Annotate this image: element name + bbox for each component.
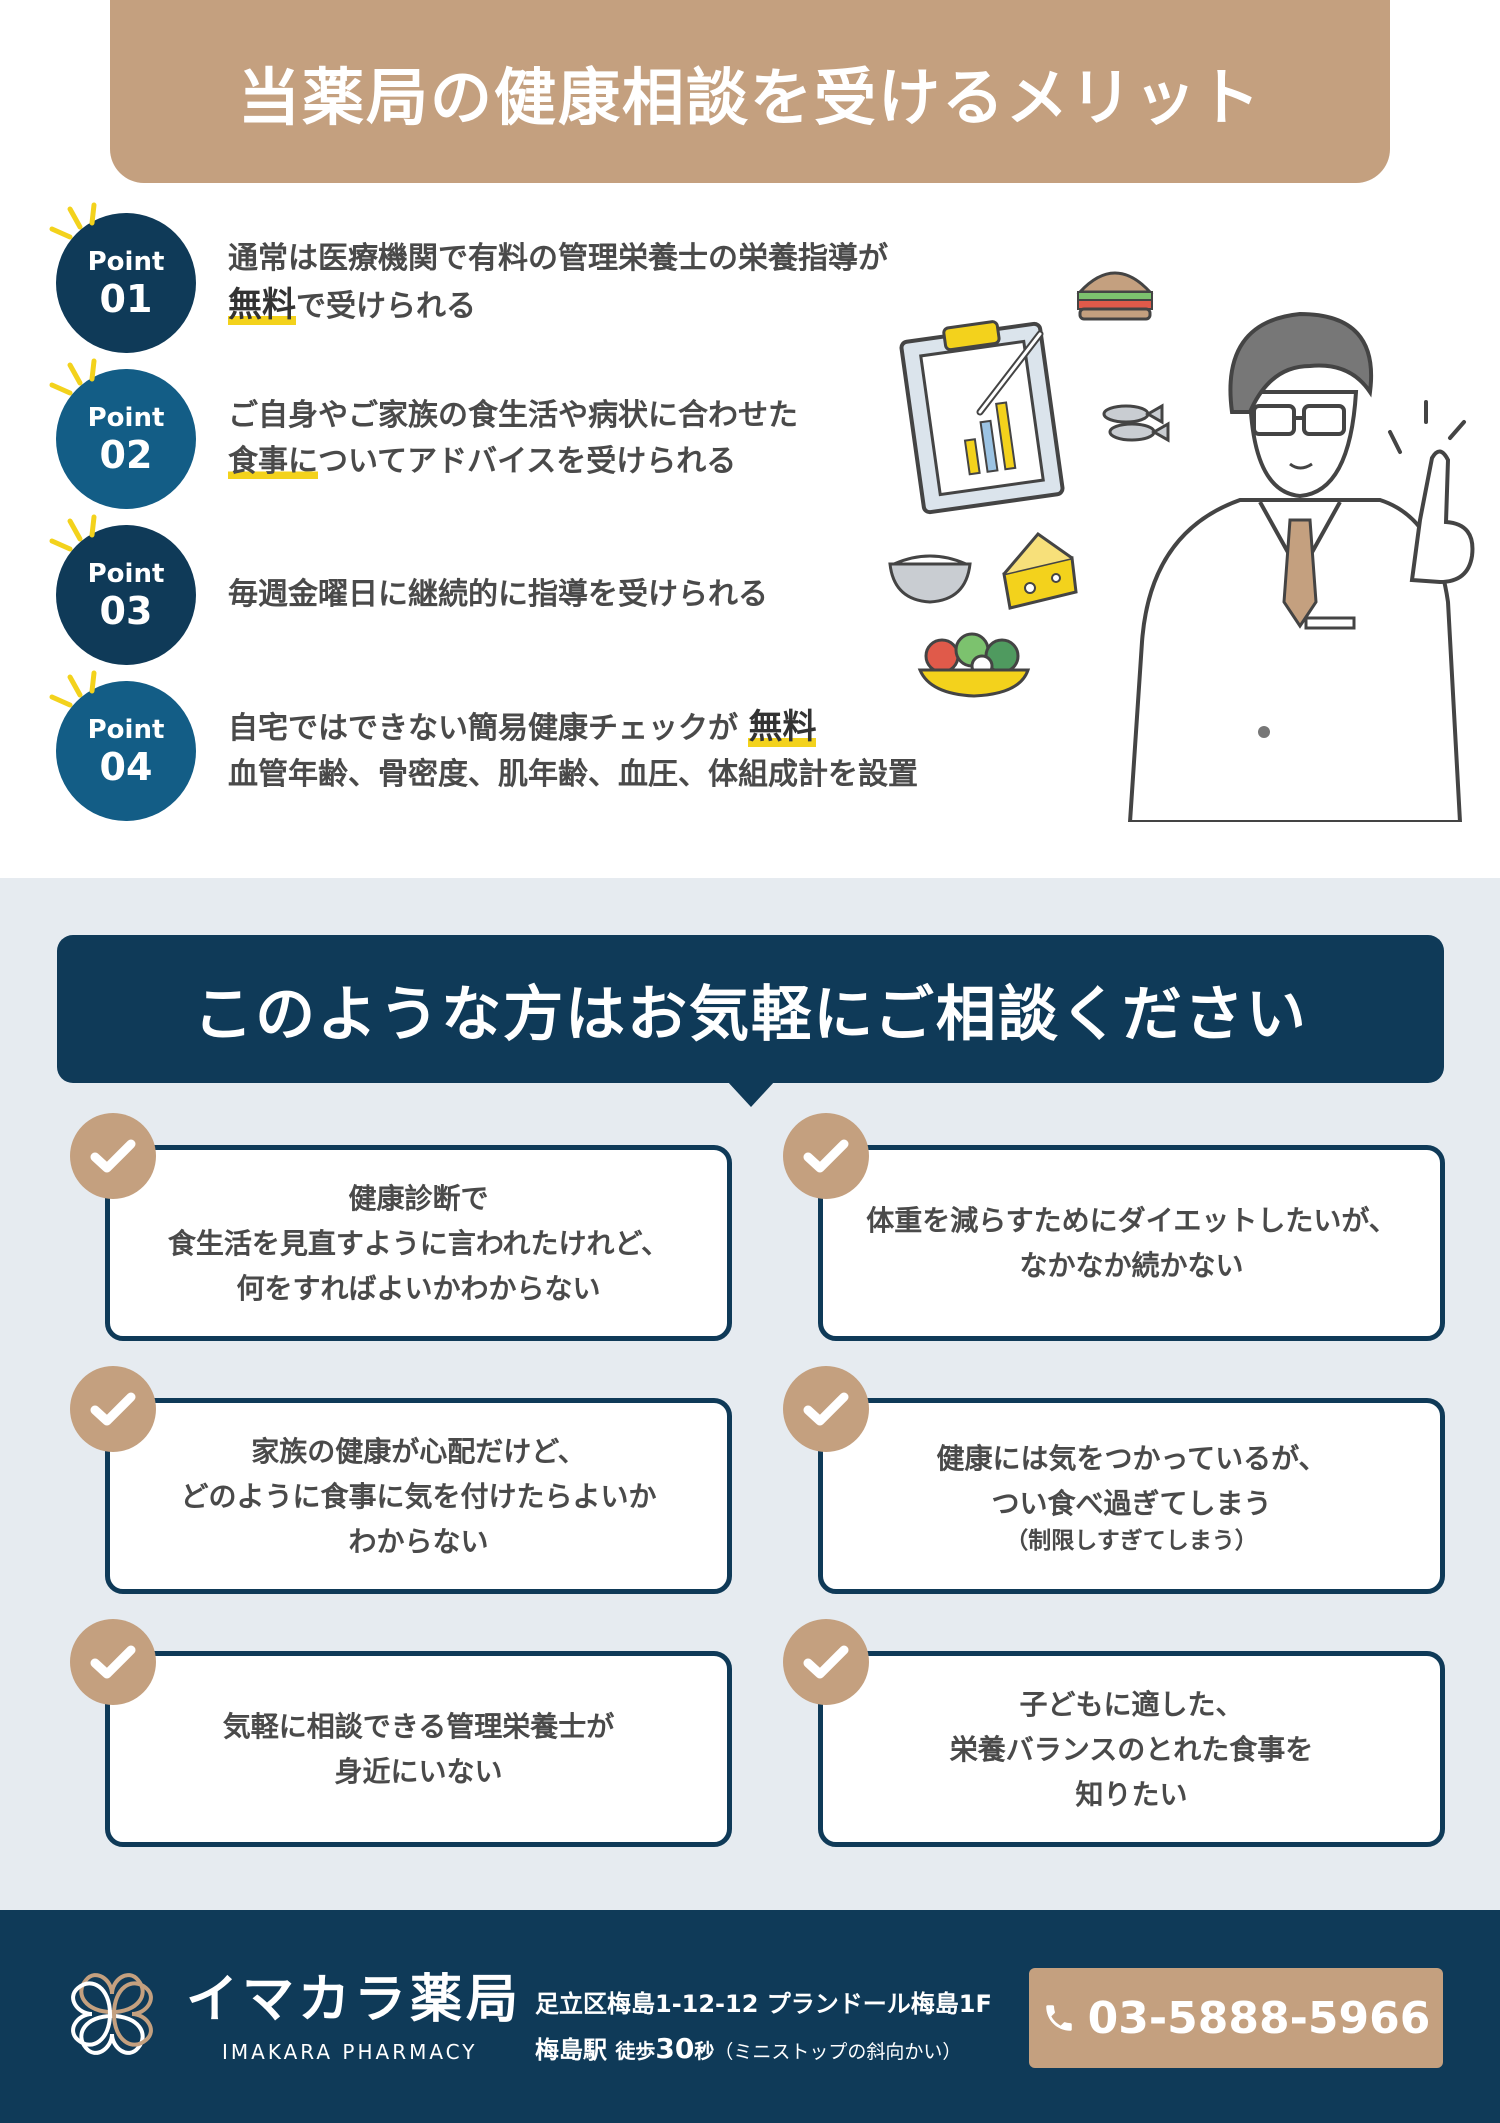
point-number: 03 [99, 589, 153, 633]
walk-label: 徒歩 [615, 2039, 656, 2063]
check-icon [70, 1619, 156, 1705]
point-text-line2: ついてアドバイスを受けられる [318, 444, 737, 479]
consult-card: 健康には気をつかっているが、 つい食べ過ぎてしまう （制限しすぎてしまう） [818, 1398, 1445, 1594]
brand-name-en: IMAKARA PHARMACY [222, 2040, 478, 2064]
point-badge: Point 03 [56, 525, 196, 665]
card-line: 知りたい [1075, 1777, 1188, 1811]
station-name: 梅島駅 [535, 2036, 607, 2064]
point-badge: Point 02 [56, 369, 196, 509]
address: 足立区梅島1-12-12 プランドール梅島1F [535, 1990, 992, 2018]
point-number: 02 [99, 433, 153, 477]
point-label: Point [87, 559, 165, 589]
merits-title-bar: 当薬局の健康相談を受けるメリット [110, 0, 1390, 183]
clover-logo-icon [71, 1973, 153, 2055]
card-line: 気軽に相談できる管理栄養士が [222, 1710, 615, 1743]
point-text-line1: ご自身やご家族の食生活や病状に合わせた [228, 398, 798, 433]
consult-card: 子どもに適した、 栄養バランスのとれた食事を 知りたい [818, 1651, 1445, 1847]
consult-card: 家族の健康が心配だけど、 どのように食事に気を付けたらよいか わからない [105, 1398, 732, 1594]
consult-card: 体重を減らすためにダイエットしたいが、 なかなか続かない [818, 1145, 1445, 1341]
card-line: わからない [348, 1524, 489, 1558]
check-icon [70, 1113, 156, 1199]
point-02: Point 02 ご自身やご家族の食生活や病状に合わせた 食事についてアドバイス… [49, 358, 956, 509]
consult-title: このような方はお気軽にご相談ください [193, 979, 1308, 1050]
point-text-line1: 自宅ではできない簡易健康チェックが [228, 711, 738, 746]
merits-title: 当薬局の健康相談を受けるメリット [237, 60, 1262, 134]
consult-card: 健康診断で 食生活を見直すように言われたけれど、 何をすればよいかわからない [105, 1145, 732, 1341]
merits-section: 当薬局の健康相談を受けるメリット Point 01 通常は医療機関で有料の管理栄… [0, 0, 1500, 878]
card-line: つい食べ過ぎてしまう [991, 1487, 1272, 1520]
sparkle-icon [49, 358, 97, 396]
highlight-free: 無料 [748, 707, 817, 747]
point-label: Point [87, 247, 165, 277]
card-line: 家族の健康が心配だけど、 [251, 1434, 586, 1468]
point-badge: Point 01 [56, 213, 196, 353]
card-line: 健康には気をつかっているが、 [936, 1442, 1327, 1475]
card-line: 体重を減らすためにダイエットしたいが、 [866, 1204, 1397, 1237]
walk-number: 30 [655, 2032, 695, 2065]
check-icon [783, 1113, 869, 1199]
burger-icon [1076, 271, 1154, 321]
point-label: Point [87, 715, 165, 745]
card-line: 食生活を見直すように言われたけれど、 [167, 1226, 670, 1260]
salad-icon [917, 632, 1031, 698]
point-text-line2: 血管年齢、骨密度、肌年齢、血圧、体組成計を設置 [228, 757, 918, 792]
card-line: 栄養バランスのとれた食事を [949, 1732, 1314, 1766]
card-line: 子どもに適した、 [1019, 1687, 1244, 1721]
clipboard-chart-icon [899, 320, 1065, 515]
card-line: 健康診断で [348, 1181, 489, 1215]
card-line: なかなか続かない [1019, 1249, 1244, 1282]
point-number: 01 [99, 277, 153, 321]
consult-section: このような方はお気軽にご相談ください 健康診断で 食生活を見直すように言われたけ… [0, 878, 1500, 1910]
point-badge: Point 04 [56, 681, 196, 821]
point-01: Point 01 通常は医療機関で有料の管理栄養士の栄養指導が 無料で受けられる [49, 202, 956, 353]
check-icon [70, 1366, 156, 1452]
pharmacist-figure [1127, 311, 1475, 822]
card-note: （制限しすぎてしまう） [1005, 1528, 1258, 1554]
brand-name: イマカラ薬局 [186, 1970, 523, 2030]
point-label: Point [87, 403, 165, 433]
point-number: 04 [99, 745, 153, 789]
highlight-free: 無料 [228, 285, 296, 325]
card-line: 何をすればよいかわからない [236, 1271, 601, 1305]
point-text-line2: で受けられる [296, 289, 476, 324]
phone-number: 03-5888-5966 [1087, 1992, 1431, 2044]
card-line: どのように食事に気を付けたらよいか [180, 1479, 657, 1513]
phone-icon [1045, 2005, 1072, 2031]
footer: イマカラ薬局 IMAKARA PHARMACY 足立区梅島1-12-12 プラン… [0, 1910, 1500, 2123]
check-icon [783, 1366, 869, 1452]
check-icon [783, 1619, 869, 1705]
walk-unit: 秒 [694, 2039, 715, 2063]
phone-button[interactable]: 03-5888-5966 [1029, 1968, 1443, 2068]
highlight-meal: 食事に [228, 444, 318, 479]
consult-card: 気軽に相談できる管理栄養士が 身近にいない [105, 1651, 732, 1847]
cheese-icon [1002, 531, 1078, 610]
point-text: 毎週金曜日に継続的に指導を受けられる [228, 577, 768, 612]
sparkle-icon [49, 514, 97, 552]
point-text-line1: 通常は医療機関で有料の管理栄養士の栄養指導が [228, 241, 888, 276]
consult-banner: このような方はお気軽にご相談ください [57, 935, 1444, 1083]
point-03: Point 03 毎週金曜日に継続的に指導を受けられる [49, 514, 956, 665]
fish-icon [1102, 403, 1170, 443]
access-info: 梅島駅 徒歩30秒（ミニストップの斜向かい） [535, 2030, 961, 2065]
point-04: Point 04 自宅ではできない簡易健康チェックが 無料 血管年齢、骨密度、肌… [49, 670, 956, 821]
walk-note: （ミニストップの斜向かい） [714, 2041, 962, 2063]
banner-pointer [727, 1081, 775, 1107]
rice-bowl-icon [888, 554, 972, 604]
pharmacist-illustration [888, 271, 1475, 822]
sparkle-icon [49, 202, 97, 240]
card-line: 身近にいない [334, 1755, 503, 1788]
sparkle-icon [49, 670, 97, 708]
